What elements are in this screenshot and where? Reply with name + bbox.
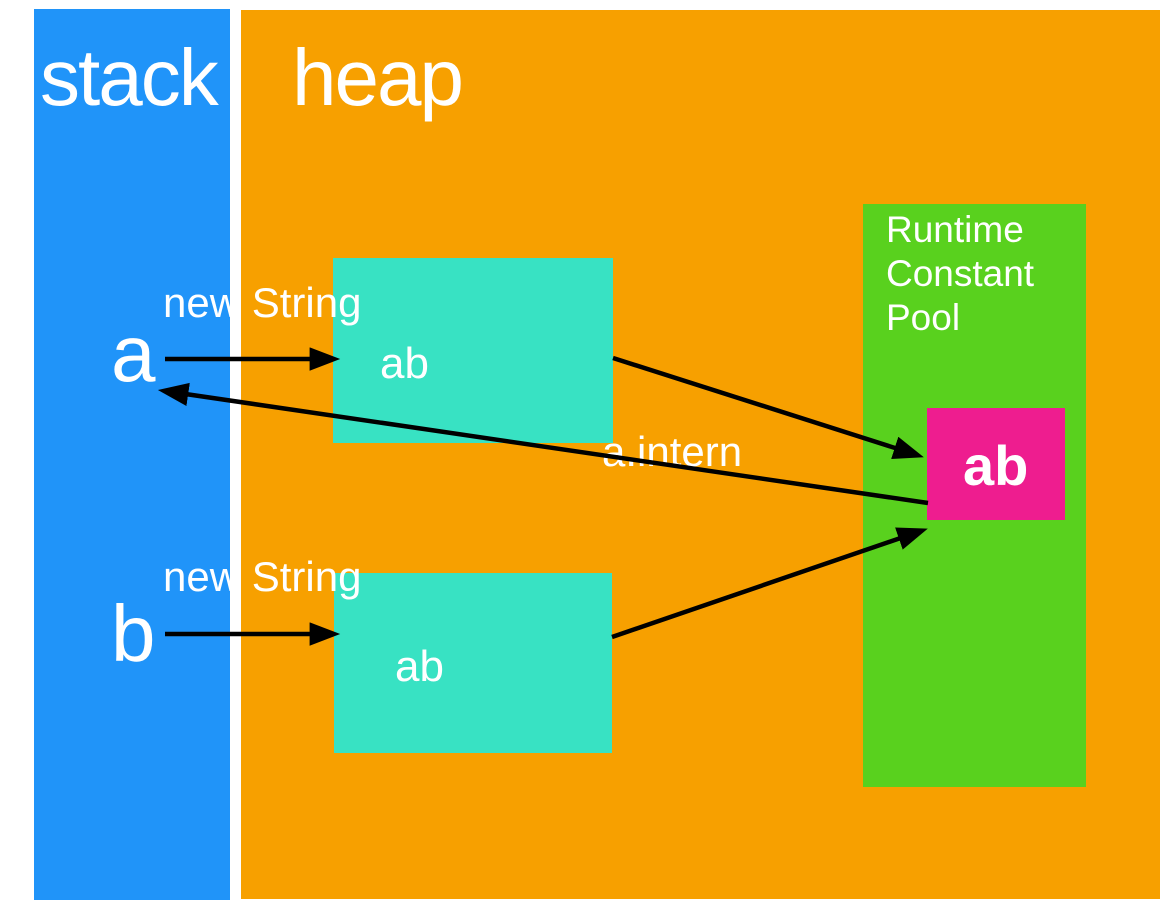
heap-string-object-a-value: ab [380, 339, 429, 388]
intern-call-label: a.intern [602, 428, 743, 475]
stack-region [34, 9, 230, 900]
pool-string-object-value: ab [963, 434, 1029, 497]
stack-variable-a: a [111, 309, 155, 398]
new-string-label-a: new String [163, 279, 362, 326]
heap-string-object-b [334, 573, 612, 753]
stack-region-title: stack [40, 33, 219, 122]
runtime-constant-pool-title: Runtime Constant Pool [886, 209, 1035, 338]
new-string-label-b: new String [163, 553, 362, 600]
heap-string-object-b-value: ab [395, 642, 444, 691]
heap-region-title: heap [292, 33, 464, 122]
pool-string-object [927, 408, 1065, 520]
stack-variable-b: b [111, 589, 155, 678]
heap-string-object-a [333, 258, 613, 443]
